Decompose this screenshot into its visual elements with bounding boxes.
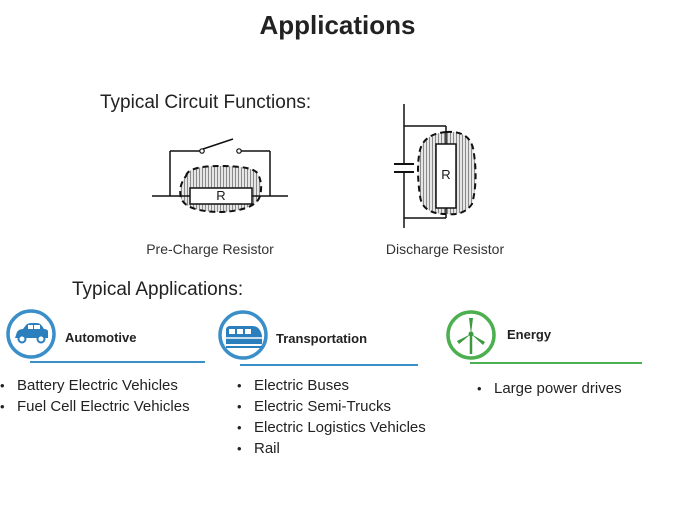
resistor-box [435, 143, 457, 209]
page-title: Applications [259, 10, 416, 40]
list-item: Large power drives [477, 378, 622, 399]
resistor-label: R [441, 167, 451, 182]
category-divider [470, 362, 642, 364]
pre-charge-circuit-diagram [152, 138, 288, 214]
category-divider [30, 361, 205, 363]
list-item: Rail [237, 438, 426, 459]
circuit-functions-heading: Typical Circuit Functions: [100, 92, 312, 113]
category-label-automotive: Automotive [65, 330, 137, 345]
list-item: Electric Buses [237, 375, 426, 396]
list-item: Fuel Cell Electric Vehicles [0, 396, 190, 417]
discharge-circuit-diagram [394, 104, 477, 228]
list-item: Battery Electric Vehicles [0, 375, 190, 396]
resistor-box [189, 187, 253, 205]
discharge-resistor-caption: Discharge Resistor [385, 241, 505, 257]
transportation-application-list: Electric Buses Electric Semi-Trucks Elec… [237, 375, 426, 459]
list-item: Electric Semi-Trucks [237, 396, 426, 417]
applications-heading: Typical Applications: [72, 279, 244, 300]
train-icon [218, 310, 268, 360]
automotive-application-list: Battery Electric Vehicles Fuel Cell Elec… [0, 375, 190, 417]
car-icon [6, 309, 56, 359]
energy-application-list: Large power drives [477, 378, 622, 399]
wind-turbine-icon [446, 310, 496, 360]
list-item: Electric Logistics Vehicles [237, 417, 426, 438]
category-label-transportation: Transportation [276, 331, 368, 346]
resistor-label: R [216, 188, 226, 203]
pre-charge-resistor-caption: Pre-Charge Resistor [146, 241, 274, 257]
category-divider [240, 364, 418, 366]
category-label-energy: Energy [507, 327, 552, 342]
